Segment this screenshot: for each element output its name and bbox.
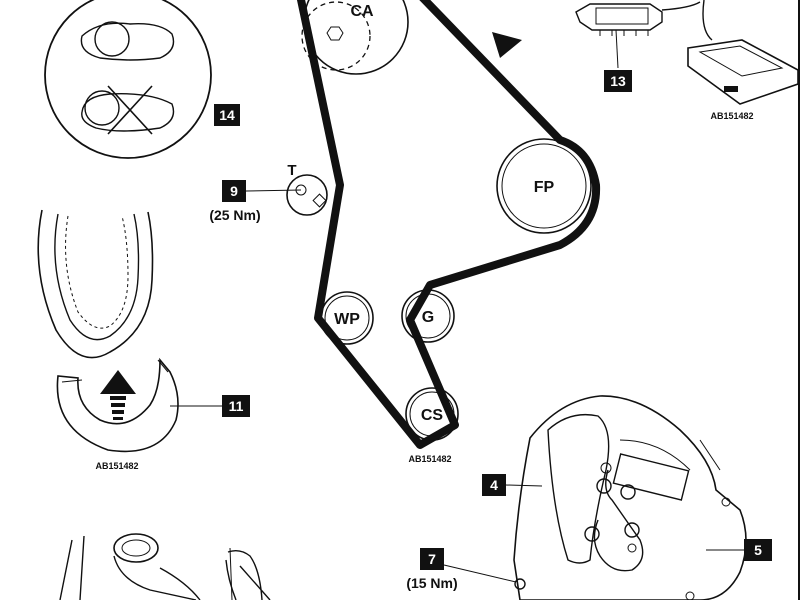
- guide-pulley: G: [401, 289, 455, 343]
- camshaft-pulley: CA: [301, 0, 409, 75]
- torque-7: (15 Nm): [406, 575, 457, 591]
- reference-code-center: AB151482: [408, 454, 451, 464]
- diagnostic-tool-detail: [575, 0, 799, 105]
- svg-text:7: 7: [428, 551, 436, 567]
- callout-14: 14: [214, 104, 240, 126]
- reference-code-left: AB151482: [95, 461, 138, 471]
- tensioner-pulley: T: [286, 162, 328, 216]
- engine-partial-detail: [59, 533, 271, 600]
- svg-text:4: 4: [490, 477, 498, 493]
- svg-text:13: 13: [610, 73, 626, 89]
- water-pump-pulley: WP: [320, 291, 374, 345]
- svg-text:9: 9: [230, 183, 238, 199]
- callout-4: 4: [482, 474, 543, 496]
- timing-belt: [296, 0, 601, 449]
- cross-icon: [107, 85, 153, 135]
- svg-text:11: 11: [229, 398, 244, 414]
- water-pump-label: WP: [334, 311, 360, 328]
- fuel-pump-pulley: FP: [496, 138, 592, 234]
- direction-arrow-icon: [492, 32, 522, 58]
- svg-text:5: 5: [754, 542, 762, 558]
- callout-11: 11: [170, 395, 250, 417]
- callout-9: 9: [222, 180, 302, 202]
- timing-cover-detail: [513, 395, 747, 600]
- crankshaft-pulley: CS: [405, 387, 459, 441]
- torque-9: (25 Nm): [209, 207, 260, 223]
- tensioner-alignment-detail: [44, 0, 212, 159]
- callout-13: 13: [604, 70, 632, 92]
- fuel-pump-label: FP: [534, 179, 555, 196]
- guide-pulley-label: G: [422, 309, 434, 326]
- camshaft-label: CA: [350, 3, 374, 20]
- svg-text:14: 14: [219, 107, 235, 123]
- crankshaft-label: CS: [421, 407, 444, 424]
- belt-installation-detail: [37, 209, 179, 453]
- tensioner-label: T: [287, 162, 296, 179]
- up-arrow-icon: [100, 370, 136, 420]
- callout-5: 5: [706, 539, 772, 561]
- reference-code-top-right: AB151482: [710, 111, 753, 121]
- callout-7: 7: [420, 548, 517, 583]
